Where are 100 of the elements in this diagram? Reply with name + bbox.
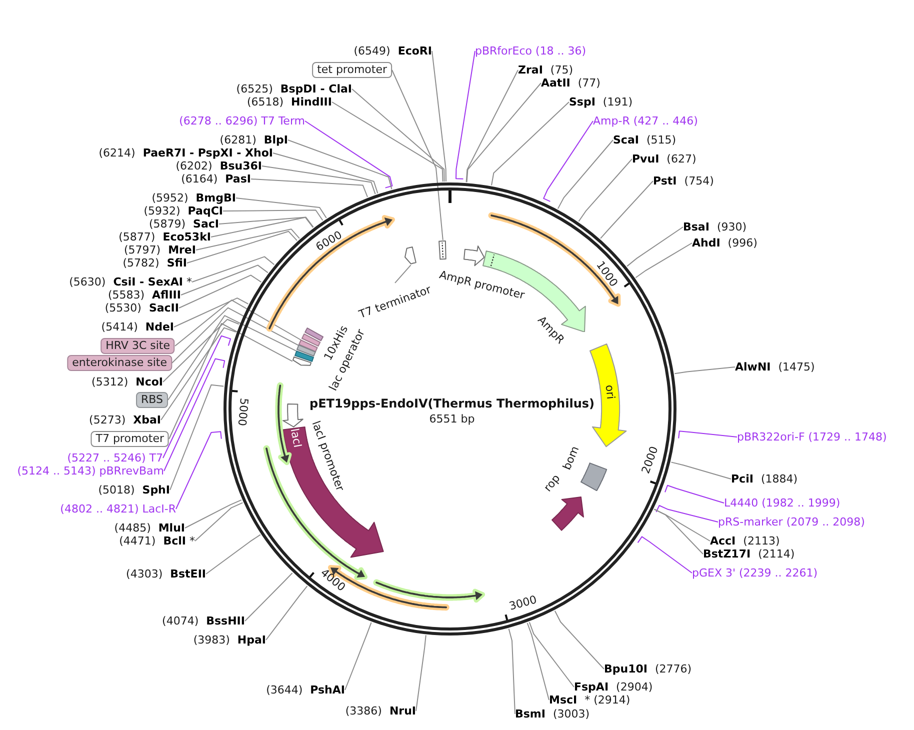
leader-line bbox=[218, 216, 314, 228]
leader-line bbox=[526, 622, 550, 700]
restriction-site-label: (4471) BclI* bbox=[119, 534, 195, 548]
restriction-site-label: AlwNI (1475) bbox=[735, 360, 815, 374]
restriction-site-label: (6525) BspDI - ClaI bbox=[236, 82, 352, 96]
leader-line bbox=[654, 508, 710, 542]
restriction-site-label: (4485) MluI bbox=[114, 522, 185, 534]
restriction-site-label: FspAI (2904) bbox=[574, 680, 653, 694]
leader-line bbox=[344, 622, 372, 690]
feature-tag: HRV 3C site bbox=[100, 338, 175, 354]
leader-line bbox=[578, 158, 632, 222]
feature-block bbox=[292, 356, 312, 367]
feature-tag: T7 promoter bbox=[90, 431, 169, 447]
primer-label: (5227 .. 5246) T7 bbox=[67, 452, 163, 464]
primer-label: L4440 (1982 .. 1999) bbox=[724, 496, 840, 510]
feature-label: ori bbox=[602, 384, 618, 400]
leader-line bbox=[178, 274, 262, 308]
primer-label: (4802 .. 4821) LacI-R bbox=[60, 502, 176, 516]
feature-label: AmpR promoter bbox=[438, 268, 526, 302]
feature-block bbox=[551, 496, 584, 532]
restriction-site-label: (5273) XbaI bbox=[89, 414, 161, 426]
restriction-site-label: ScaI (515) bbox=[613, 134, 676, 146]
leader-line bbox=[164, 358, 226, 472]
restriction-site-label: AccI (2113) bbox=[710, 534, 780, 548]
restriction-site-label: (5018) SphI bbox=[98, 484, 170, 496]
leader-line bbox=[196, 228, 300, 250]
restriction-site-label: (4074) BssHII bbox=[162, 614, 245, 628]
leader-line bbox=[176, 431, 222, 510]
leader-line bbox=[162, 318, 240, 382]
primer-label: pGEX 3' (2239 .. 2261) bbox=[692, 566, 818, 580]
leader-line bbox=[180, 264, 268, 296]
restriction-site-label: (6549) EcoRI bbox=[354, 44, 432, 58]
leader-line bbox=[543, 120, 594, 202]
leader-line bbox=[174, 298, 249, 328]
restriction-site-label: (3386) NruI bbox=[345, 704, 416, 718]
restriction-site-label: (5879) SacI bbox=[148, 218, 219, 230]
leader-line bbox=[162, 335, 231, 458]
restriction-site-label: (6281) BlpI bbox=[220, 134, 288, 146]
restriction-site-label: (5583) AflIII bbox=[108, 288, 181, 302]
restriction-site-label: (5530) SacII bbox=[104, 302, 179, 314]
feature-mark bbox=[294, 350, 314, 363]
plasmid-title: pET19pps-EndoIV(Thermus Thermophilus) bbox=[310, 396, 594, 412]
leader-line bbox=[244, 572, 293, 622]
leader-line bbox=[168, 315, 296, 400]
feature-block bbox=[462, 245, 485, 268]
feature-mark bbox=[301, 332, 322, 348]
primer-label: Amp-R (427 .. 446) bbox=[593, 114, 698, 128]
restriction-site-label: MscI* (2914) bbox=[549, 694, 630, 706]
leader-line bbox=[352, 88, 445, 182]
leader-line bbox=[174, 300, 302, 346]
leader-line bbox=[172, 307, 299, 364]
restriction-site-label: SspI (191) bbox=[569, 96, 633, 108]
restriction-site-label: (3983) HpaI bbox=[193, 634, 266, 646]
restriction-site-label: PciI (1884) bbox=[731, 472, 798, 486]
restriction-site-label: (5932) PaqCI bbox=[144, 204, 223, 218]
leader-line bbox=[194, 502, 244, 542]
leader-line bbox=[210, 216, 314, 238]
feature-label: bom bbox=[560, 444, 582, 472]
leader-line bbox=[186, 230, 298, 264]
primer-label: pBR322ori-F (1729 .. 1748) bbox=[737, 430, 887, 444]
leader-line bbox=[184, 499, 242, 528]
leader-line bbox=[266, 586, 308, 640]
leader-line bbox=[432, 50, 446, 182]
leader-line bbox=[508, 628, 516, 714]
leader-line bbox=[656, 505, 718, 522]
restriction-site-label: (5952) BmgBI bbox=[152, 192, 236, 204]
leader-line bbox=[528, 622, 574, 688]
primer-label: (5124 .. 5143) pBRrevBam bbox=[17, 464, 164, 478]
feature-mark bbox=[298, 338, 319, 352]
leader-line bbox=[466, 82, 542, 183]
restriction-site-label: (5782) SfiI bbox=[122, 256, 187, 270]
leader-line bbox=[456, 50, 476, 180]
scale-label: 3000 bbox=[508, 592, 538, 613]
restriction-site-label: (4303) BstEII bbox=[126, 568, 206, 580]
restriction-site-label: PvuI (627) bbox=[632, 152, 696, 166]
feature-mark bbox=[580, 462, 608, 492]
leader-line bbox=[654, 508, 704, 554]
feature-block bbox=[282, 402, 304, 428]
leader-line bbox=[394, 264, 412, 284]
primer-label: (6278 .. 6296) T7 Term bbox=[179, 114, 305, 128]
feature-label: rop bbox=[541, 472, 563, 494]
leader-line bbox=[168, 323, 293, 440]
primer-label: pBRforEco (18 .. 36) bbox=[475, 44, 586, 58]
restriction-site-label: AatII (77) bbox=[541, 76, 600, 90]
restriction-site-label: (5797) MreI bbox=[124, 244, 196, 256]
restriction-site-label: BsmI (3003) bbox=[515, 708, 590, 720]
feature-tag: enterokinase site bbox=[67, 355, 172, 371]
restriction-site-label: (6164) PasI bbox=[181, 172, 251, 186]
restriction-site-label: (6214) PaeR7I - PspXI - XhoI bbox=[98, 146, 273, 160]
restriction-site-label: ZraI (75) bbox=[518, 64, 573, 76]
leader-line bbox=[222, 210, 324, 221]
leader-line bbox=[557, 140, 614, 210]
leader-line bbox=[392, 70, 444, 240]
feature-mark bbox=[438, 240, 448, 260]
leader-line bbox=[192, 256, 275, 282]
restriction-site-label: (3644) PshAI bbox=[266, 684, 345, 696]
leader-line bbox=[678, 430, 738, 439]
primer-label: pRS-marker (2079 .. 2098) bbox=[718, 516, 865, 528]
leader-line bbox=[262, 166, 376, 195]
restriction-site-label: (6518) HindIII bbox=[246, 96, 332, 108]
